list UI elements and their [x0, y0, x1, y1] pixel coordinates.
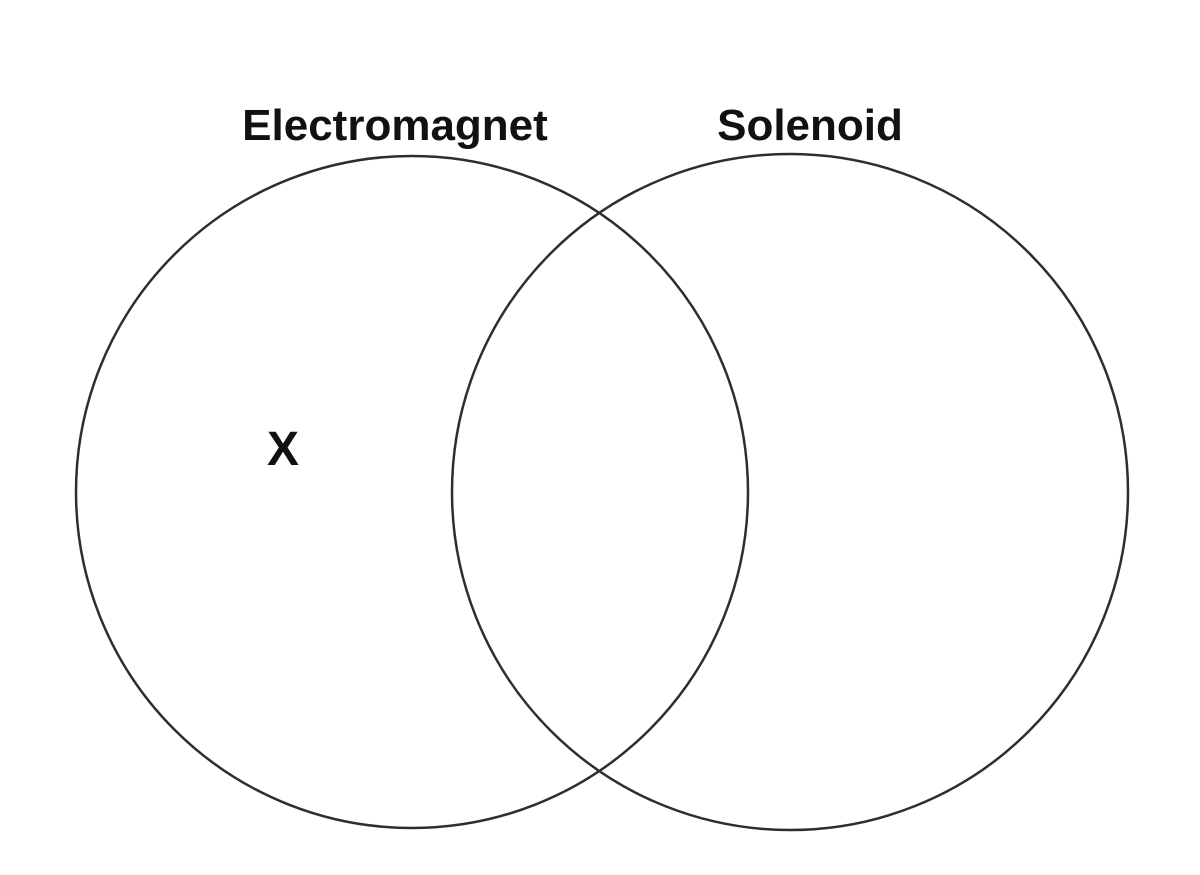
- left-set-label: Electromagnet: [242, 101, 548, 150]
- right-circle-solenoid: [450, 152, 1130, 832]
- x-marker: X: [267, 423, 299, 476]
- left-circle-electromagnet: [74, 154, 750, 830]
- right-set-label: Solenoid: [717, 101, 903, 150]
